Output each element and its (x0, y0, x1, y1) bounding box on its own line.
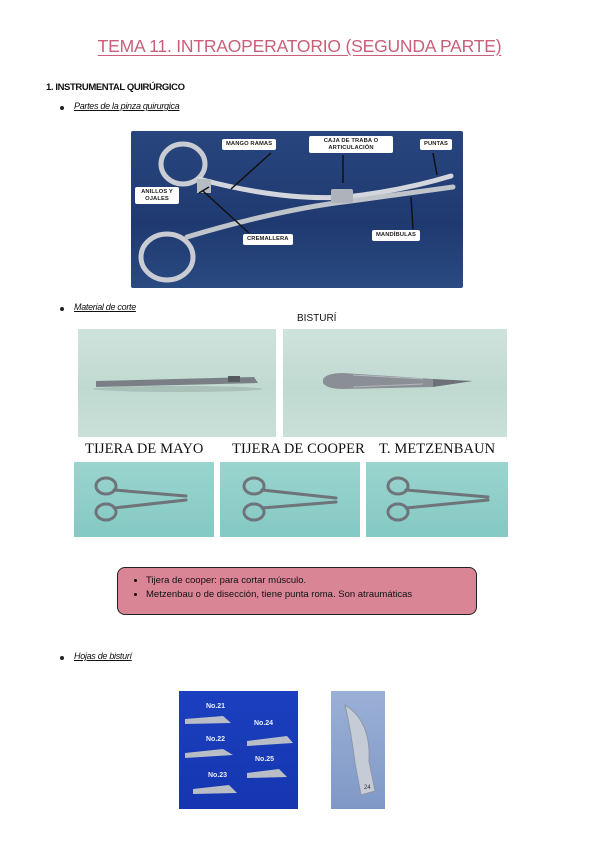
blade-label: No.25 (255, 756, 275, 763)
bullet-dot (60, 106, 64, 110)
single-blade-photo: 24 (331, 691, 385, 809)
bullet-dot (60, 307, 64, 311)
t-metzenbaun-photo (366, 462, 508, 537)
label-anillos-ojales: ANILLOS Y OJALES (135, 187, 179, 204)
scalpel-handle-photo (78, 329, 276, 437)
section-heading: 1. INSTRUMENTAL QUIRÚRGICO (46, 82, 185, 93)
label-puntas: PUNTAS (420, 139, 453, 150)
scissors-icon (386, 476, 490, 522)
scalpel-handle-illustration (93, 376, 263, 392)
forceps-illustration (138, 141, 456, 283)
label-cremallera: CREMALLERA (243, 234, 293, 245)
blade-icons (185, 716, 293, 794)
bullet-material-corte: Material de corte (74, 302, 136, 312)
bullet-dot (60, 656, 64, 660)
scalpel-blade-photo (283, 329, 507, 437)
bullet-partes-pinza: Partes de la pinza quirurgica (74, 101, 180, 111)
blade-icon (344, 703, 376, 796)
blade-label: No.23 (208, 772, 228, 779)
scissors-icon (94, 476, 188, 522)
label-mandibulas: MANDÍBULAS (372, 230, 420, 241)
bisturi-label: BISTURÍ (297, 313, 337, 324)
note-item: Tijera de cooper: para cortar músculo. (146, 574, 476, 588)
tijera-cooper-photo (220, 462, 360, 537)
forceps-photo: MANGO RAMAS CAJA DE TRABA O ARTICULACIÓN… (131, 131, 463, 288)
page-title: TEMA 11. INTRAOPERATORIO (SEGUNDA PARTE) (97, 36, 502, 56)
blade-number: 24 (364, 785, 371, 791)
bullet-hojas-bisturi: Hojas de bisturí (74, 651, 132, 661)
blade-label: No.22 (206, 736, 226, 743)
scalpel-blade-illustration (323, 373, 473, 389)
label-caja-traba: CAJA DE TRABA O ARTICULACIÓN (309, 136, 393, 153)
note-item: Metzenbau o de disección, tiene punta ro… (146, 588, 476, 602)
caption-t-metzenbaun: T. METZENBAUN (379, 441, 496, 457)
caption-tijera-cooper: TIJERA DE COOPER (232, 441, 365, 457)
blade-label: No.24 (254, 720, 274, 727)
blade-label: No.21 (206, 703, 226, 710)
tijera-mayo-photo (74, 462, 214, 537)
note-list: Tijera de cooper: para cortar músculo. M… (118, 568, 476, 602)
label-mango-ramas: MANGO RAMAS (222, 139, 277, 150)
caption-tijera-mayo: TIJERA DE MAYO (85, 441, 204, 457)
blades-assortment-photo: No.21 No.24 No.22 No.25 No.23 (179, 691, 298, 809)
scissors-note-box: Tijera de cooper: para cortar músculo. M… (117, 567, 477, 615)
scissors-icon (242, 476, 338, 522)
